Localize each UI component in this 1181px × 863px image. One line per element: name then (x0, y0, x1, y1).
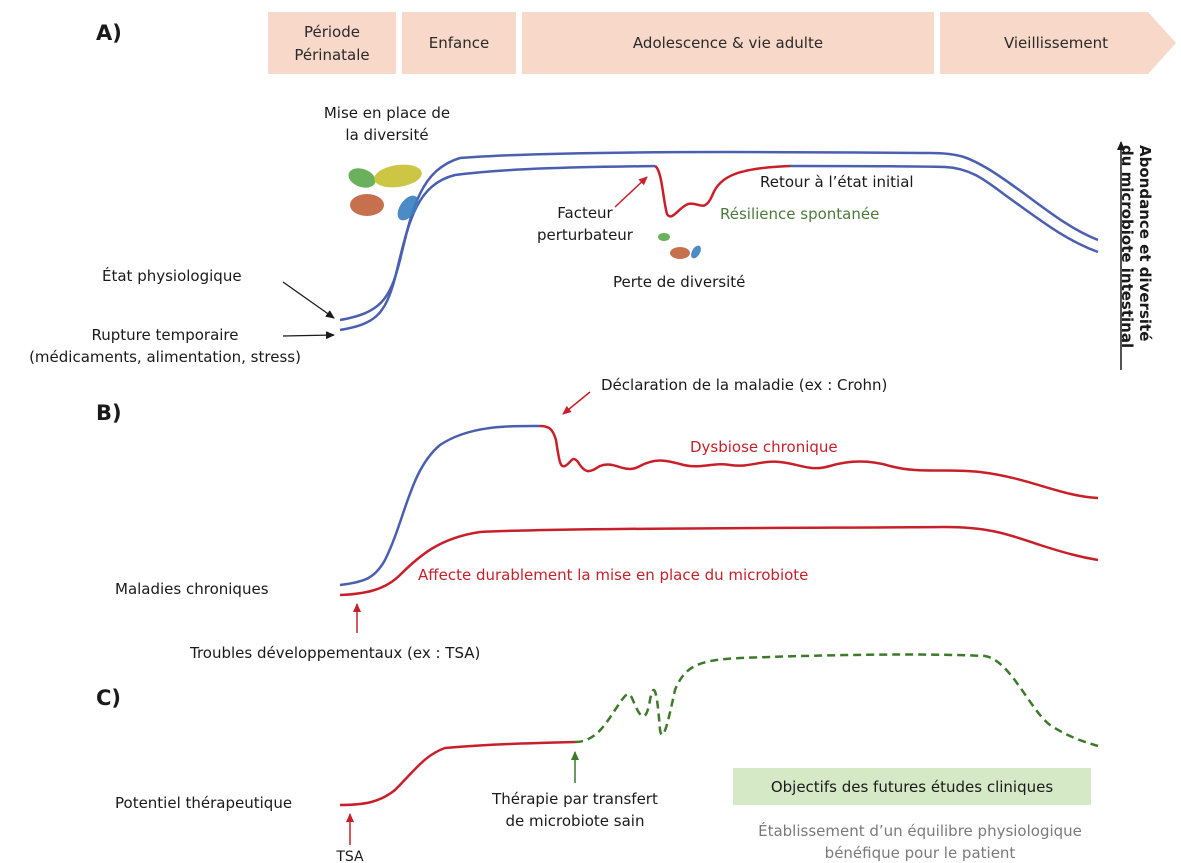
timeline-adolescence: Adolescence & vie adulte (633, 34, 823, 52)
timeline-enfance: Enfance (429, 34, 489, 52)
label-objectifs: Objectifs des futures études cliniques (771, 778, 1054, 796)
label-potentiel: Potentiel thérapeutique (115, 794, 292, 812)
label-etat-physiologique: État physiologique (102, 266, 242, 285)
label-rupture-line1: Rupture temporaire (91, 326, 238, 344)
y-axis-label-line1: Abondance et diversité (1136, 145, 1154, 341)
curve-b-healthy-rise (339, 424, 541, 587)
bacteria-reduced-icon (658, 233, 701, 259)
panel-label-b: B) (96, 401, 122, 425)
label-etablissement-line2: bénéfique pour le patient (825, 844, 1016, 862)
timeline-segment-enfance (402, 12, 516, 74)
arrow-facteur (614, 176, 648, 208)
label-therapie-line1: Thérapie par transfert (491, 790, 658, 808)
panel-c: Potentiel thérapeutique TSA Thérapie par… (115, 653, 1099, 863)
curve-a-lower-left (339, 164, 656, 332)
label-declaration: Déclaration de la maladie (ex : Crohn) (601, 376, 887, 394)
timeline-segment-perinatal (268, 12, 396, 74)
label-affecte: Affecte durablement la mise en place du … (418, 566, 808, 584)
label-dysbiose: Dysbiose chronique (690, 438, 838, 456)
panel-b: Déclaration de la maladie (ex : Crohn) D… (115, 376, 1099, 662)
bacteria-cluster-icon (348, 164, 422, 221)
objectives-box (733, 768, 1091, 805)
label-resilience: Résilience spontanée (720, 205, 879, 223)
panel-a: Mise en place de la diversité État physi… (29, 104, 1099, 366)
label-maladies: Maladies chroniques (115, 580, 269, 598)
label-tsa: TSA (335, 849, 364, 863)
arrow-etat-physiologique (282, 281, 335, 319)
y-axis: Abondance et diversité du microbiote int… (1117, 141, 1154, 370)
panel-label-c: C) (96, 686, 121, 710)
y-axis-label-line2: du microbiote intestinal (1118, 145, 1136, 348)
curve-a-perturbation (654, 164, 791, 218)
timeline-segment-adolescence (522, 12, 934, 74)
label-troubles: Troubles développementaux (ex : TSA) (189, 644, 480, 662)
label-diversity-setup-line1: Mise en place de (324, 104, 450, 122)
arrow-declaration (562, 391, 591, 415)
timeline-vieillissement: Vieillissement (1004, 34, 1108, 52)
label-retour: Retour à l’état initial (760, 173, 914, 191)
panel-label-a: A) (96, 21, 122, 45)
label-perte: Perte de diversité (613, 273, 745, 291)
curve-b-dysbiosis (539, 424, 1099, 500)
curve-c-projected (574, 653, 1099, 748)
timeline-perinatal-line1: Période (304, 23, 360, 41)
label-facteur-line2: perturbateur (537, 226, 634, 244)
curve-c-therapy-rise (339, 740, 576, 807)
label-etablissement-line1: Établissement d’un équilibre physiologiq… (758, 821, 1082, 840)
label-facteur-line1: Facteur (557, 204, 613, 222)
label-diversity-setup-line2: la diversité (345, 126, 428, 144)
curve-a-lower-right (789, 164, 1099, 254)
timeline-perinatal-line2: Périnatale (294, 46, 369, 64)
label-rupture-line2: (médicaments, alimentation, stress) (29, 348, 301, 366)
arrow-rupture (282, 331, 335, 340)
timeline-segment-vieillissement (940, 12, 1176, 74)
label-therapie-line2: de microbiote sain (506, 812, 645, 830)
curve-b-chronic (339, 525, 1099, 597)
curve-a-upper (339, 150, 1099, 322)
timeline-banner: Période Périnatale Enfance Adolescence &… (268, 12, 1176, 74)
